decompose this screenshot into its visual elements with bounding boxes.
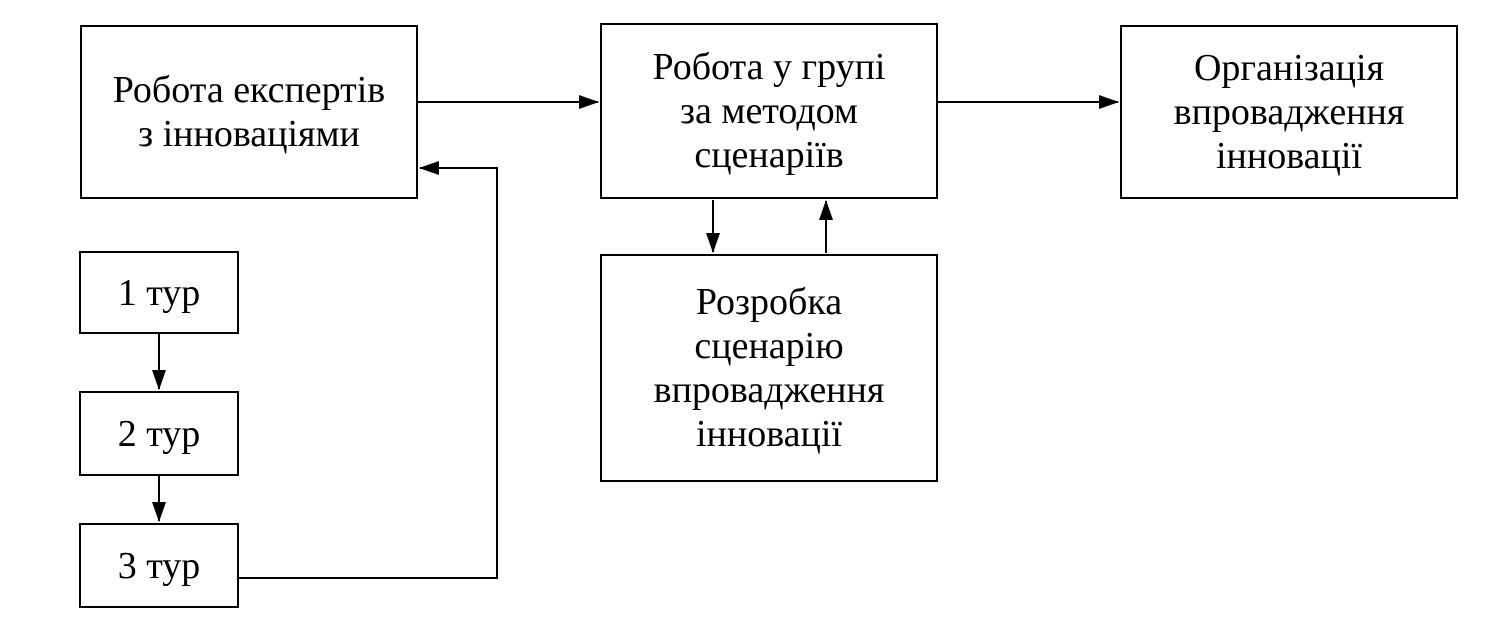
round-3-label: 3 тур [117, 544, 201, 587]
arrow-round3-to-experts [239, 161, 498, 579]
scenario-development-label: Розробка сценарію впровадження інновації [653, 281, 885, 455]
organization-implementation-box: Організація впровадження інновації [1120, 25, 1458, 199]
organization-implementation-label: Організація впровадження інновації [1173, 47, 1405, 177]
group-scenario-method-box: Робота у групі за методом сценаріїв [600, 23, 938, 199]
group-scenario-method-label: Робота у групі за методом сценаріїв [652, 46, 886, 176]
experts-innovation-box: Робота експертів з інноваціями [80, 25, 418, 199]
round-1-box: 1 тур [79, 251, 239, 334]
scenario-development-box: Розробка сценарію впровадження інновації [600, 254, 938, 482]
round-1-label: 1 тур [117, 271, 201, 314]
round-3-box: 3 тур [79, 523, 239, 608]
round-2-label: 2 тур [117, 412, 201, 455]
round-2-box: 2 тур [79, 391, 239, 476]
experts-innovation-label: Робота експертів з інноваціями [112, 69, 386, 155]
